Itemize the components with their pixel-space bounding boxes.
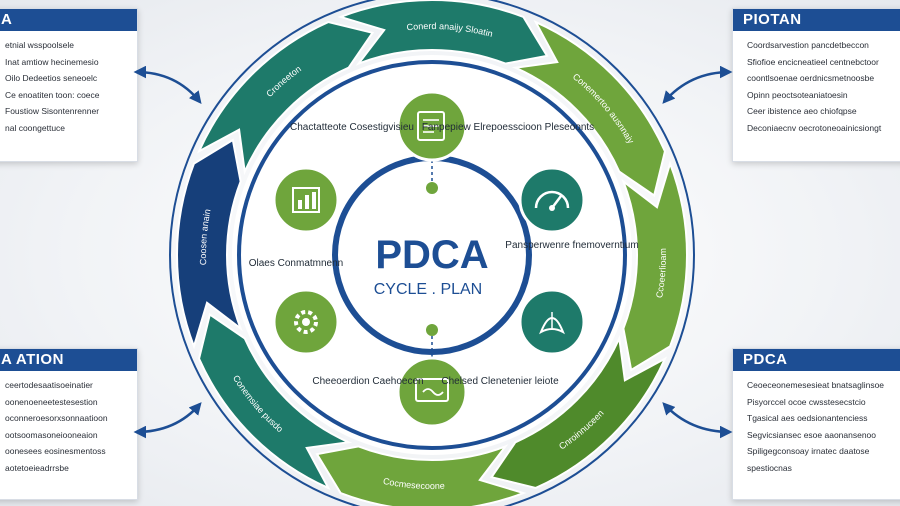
node-label: Chelsed Clenetenier leiote <box>441 376 559 387</box>
node-right-upper: Pansperwenre fnemoverntium <box>505 166 639 251</box>
center-subtitle: CYCLE . PLAN <box>374 281 482 298</box>
node-labels-extra: Fanpepiew Elrepoesscioon PleseoontsOlaes… <box>249 122 594 269</box>
list-item: Spiligegconsoay irnatec daatose <box>747 443 900 460</box>
list-item: oconneroesorxsonnaatioon <box>5 410 129 427</box>
node-bottom: Cheeoerdion Caehoecen Chelsed Clenetenie… <box>312 356 559 428</box>
node-label: Pansperwenre fnemoverntium <box>505 240 638 251</box>
panel-bottom-right-list: Ceoeceonemesesieat bnatsaglinsoe Pisyorc… <box>733 371 900 481</box>
list-item: Oilo Dedeetios seneoelc <box>5 70 129 87</box>
panel-bottom-left-list: ceertodesaatisoeinatier oonenoeneetestes… <box>0 371 137 481</box>
list-item: Ceer ibistence aeo chiofqpse <box>747 103 900 120</box>
arrow-bottom-right <box>662 402 733 439</box>
list-item: Segvicsiansec esoe aaonansenoo <box>747 427 900 444</box>
list-item: Foustiow Sisontenrenner <box>5 103 129 120</box>
list-item: Sfiofioe encicneatieel centnebctoor <box>747 54 900 71</box>
list-item: nal coongettuce <box>5 120 129 137</box>
node-label: Olaes Conmatmnenn <box>249 258 344 269</box>
outer-frame-ring <box>169 0 695 506</box>
ring-segment <box>176 138 243 350</box>
ring-segment <box>315 444 527 506</box>
list-item: aotetoeieadrrsbe <box>5 460 129 477</box>
ring-segment <box>621 160 688 372</box>
ring-segment <box>489 334 668 490</box>
hub-dot <box>426 324 438 336</box>
list-item: oonenoeneetestesestion <box>5 394 129 411</box>
ring-segment <box>337 0 549 66</box>
list-item: ceertodesaatisoeinatier <box>5 377 129 394</box>
list-item: Ceoeceonemesesieat bnatsaglinsoe <box>747 377 900 394</box>
panel-bottom-right-title: PDCA <box>733 349 900 371</box>
node-right-lower <box>518 288 586 356</box>
panel-top-left-title: A <box>0 9 137 31</box>
arrow-bottom-left <box>133 402 202 439</box>
list-item: Pisyorccel ocoe cwsstesecstcio <box>747 394 900 411</box>
list-item: ootsoomasoneiooneaion <box>5 427 129 444</box>
gauge-icon <box>518 166 586 234</box>
panel-bottom-left-title: A ATION <box>0 349 137 371</box>
arrow-top-right <box>662 65 733 104</box>
list-item: Opinn peoctsoteaniatoesin <box>747 87 900 104</box>
node-top: Chactatteote Cosestigvisieu <box>290 90 468 162</box>
center-title: PDCA <box>375 233 488 277</box>
ring-segment <box>196 20 375 176</box>
node-left-lower <box>272 288 340 356</box>
node-label: Chactatteote Cosestigvisieu <box>290 122 414 133</box>
ring-segment <box>511 19 667 198</box>
list-item: etnial wsspoolsele <box>5 37 129 54</box>
node-label: Cheeoerdion Caehoecen <box>312 376 423 387</box>
panel-top-left: A etnial wsspoolsele Inat amtiow hecinem… <box>0 8 138 162</box>
list-item: Ce enoatiten toon: coece <box>5 87 129 104</box>
list-item: Inat amtiow hecinemesio <box>5 54 129 71</box>
list-item: Deconiaecnv oecrotoneoainicsiongt <box>747 120 900 137</box>
list-item: Coordsarvestion pancdetbeccon <box>747 37 900 54</box>
panel-top-right-title: PIOTAN <box>733 9 900 31</box>
arrow-top-left <box>133 65 202 104</box>
panel-bottom-right: PDCA Ceoeceonemesesieat bnatsaglinsoe Pi… <box>732 348 900 500</box>
panel-top-right-list: Coordsarvestion pancdetbeccon Sfiofioe e… <box>733 31 900 141</box>
list-item: oonesees eosinesmentoss <box>5 443 129 460</box>
ring-segment <box>197 312 353 491</box>
panel-top-left-list: etnial wsspoolsele Inat amtiow hecinemes… <box>0 31 137 141</box>
node-left-upper <box>272 166 340 234</box>
hub-dot <box>426 182 438 194</box>
panel-top-right: PIOTAN Coordsarvestion pancdetbeccon Sfi… <box>732 8 900 162</box>
panel-bottom-left: A ATION ceertodesaatisoeinatier oonenoen… <box>0 348 138 500</box>
list-item: Tgasical aes oedsionantenciess <box>747 410 900 427</box>
node-orbit-ring <box>237 60 627 450</box>
list-item: coontlsoenae oerdnicsmetnoosbe <box>747 70 900 87</box>
list-item: spestiocnas <box>747 460 900 477</box>
node-label: Fanpepiew Elrepoesscioon Pleseoonts <box>422 122 594 133</box>
